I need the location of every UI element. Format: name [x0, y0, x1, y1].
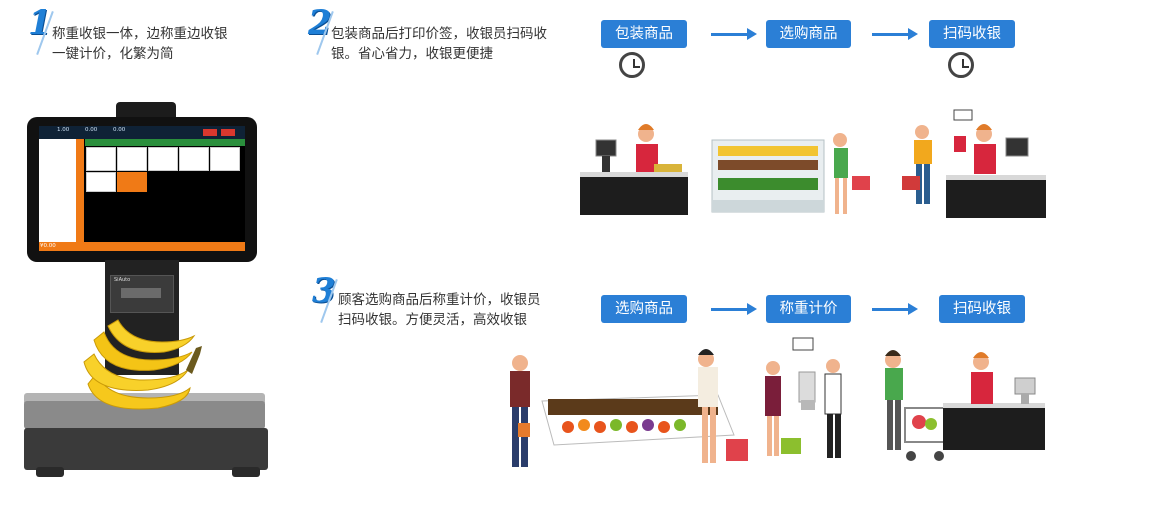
screen-button: [203, 129, 217, 136]
clock-icon: [948, 52, 974, 78]
flow-step-weighing: 称重计价: [766, 295, 851, 323]
arrow-right-icon: [872, 303, 918, 315]
screen-product-header: [85, 139, 245, 146]
brand-label: SiAuto: [114, 277, 131, 283]
screen-product-cell: [117, 147, 147, 171]
screen-product-cell: [210, 147, 240, 171]
pos-screen: 1.00 0.00 0.00 ¥0.00: [39, 126, 245, 251]
flow-step-scan-checkout: 扫码收银: [939, 295, 1025, 323]
description-line: 扫码收银。方便灵活，高效收银: [338, 312, 527, 328]
screen-stat: 1.00: [57, 127, 70, 133]
screen-handle: [116, 102, 176, 120]
illustration-shelf-shopper: [711, 133, 870, 214]
screen-product-cell: [148, 147, 178, 171]
screen-total: ¥0.00: [40, 243, 56, 249]
screen-status-bar: 1.00 0.00 0.00: [39, 126, 245, 139]
arrow-right-icon: [872, 28, 918, 40]
illustration-weighing-station: [765, 337, 842, 458]
screen-product-cell: [179, 147, 209, 171]
screen-product-cell: [86, 172, 116, 192]
scale-display-panel: SiAuto: [110, 275, 174, 313]
screen-category-bar: [76, 139, 84, 243]
screen-stat: 0.00: [113, 127, 126, 133]
screen-stat: 0.00: [85, 127, 98, 133]
scale-foot: [36, 467, 64, 477]
screen-bottom-bar: ¥0.00: [39, 242, 245, 251]
illustration-final-checkout: [885, 350, 1045, 461]
section-description: 顾客选购商品后称重计价，收银员 扫码收银。方便灵活，高效收银: [338, 290, 541, 330]
arrow-right-icon: [711, 28, 757, 40]
clock-icon: [619, 52, 645, 78]
description-line: 包装商品后打印价签，收银员扫码收: [331, 26, 547, 42]
description-line: 银。省心省力，收银更便捷: [331, 46, 493, 62]
banana-bunch: [83, 319, 202, 410]
description-line: 顾客选购商品后称重计价，收银员: [338, 292, 541, 308]
illustration-produce-stand: [510, 349, 748, 467]
section-description: 包装商品后打印价签，收银员扫码收 银。省心省力，收银更便捷: [331, 24, 547, 64]
flow-step-selecting: 选购商品: [766, 20, 851, 48]
flow-step-selecting: 选购商品: [601, 295, 687, 323]
screen-product-cell: [86, 147, 116, 171]
flow-step-packaging: 包装商品: [601, 20, 687, 48]
scale-foot: [232, 467, 260, 477]
screen-cart-panel: [39, 139, 76, 243]
scale-base: [24, 428, 268, 470]
arrow-right-icon: [711, 303, 757, 315]
description-line: 称重收银一体，边称重边收银: [52, 26, 228, 42]
screen-button: [221, 129, 235, 136]
flow-step-scan-checkout: 扫码收银: [929, 20, 1015, 48]
illustration-scan-checkout: [902, 109, 1046, 218]
illustration-packing-counter: [580, 124, 688, 215]
section-description: 称重收银一体，边称重边收银 一键计价，化繁为简: [52, 24, 228, 64]
screen-product-cell-selected: [117, 172, 147, 192]
description-line: 一键计价，化繁为简: [52, 46, 174, 62]
